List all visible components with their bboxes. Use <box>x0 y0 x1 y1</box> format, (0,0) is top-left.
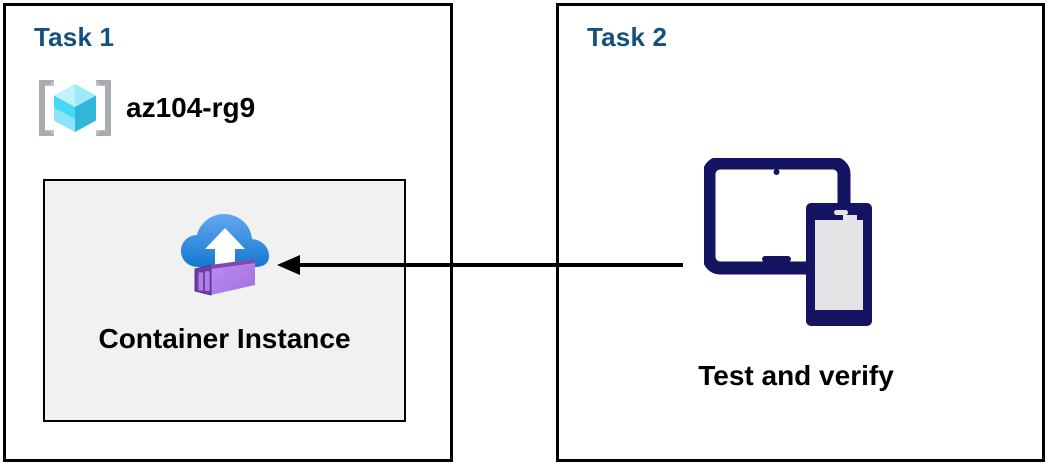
container-instance-box: Container Instance <box>43 179 406 422</box>
panel-task-2-title: Task 2 <box>587 22 668 52</box>
azure-resource-group-icon <box>39 80 111 136</box>
test-and-verify-label: Test and verify <box>698 360 894 391</box>
test-and-verify-block: Test and verify <box>646 158 946 392</box>
azure-container-instance-icon <box>180 214 269 296</box>
panel-task-2: Task 2 <box>556 3 1045 462</box>
tablet-and-phone-devices-icon <box>703 158 872 326</box>
resource-group-label: az104-rg9 <box>126 92 256 123</box>
panel-task-1-title: Task 1 <box>34 22 115 52</box>
resource-group-row: az104-rg9 <box>36 68 255 148</box>
panel-task-1: Task 1 az104-rg9 <box>3 3 453 462</box>
container-instance-label: Container Instance <box>98 323 351 354</box>
